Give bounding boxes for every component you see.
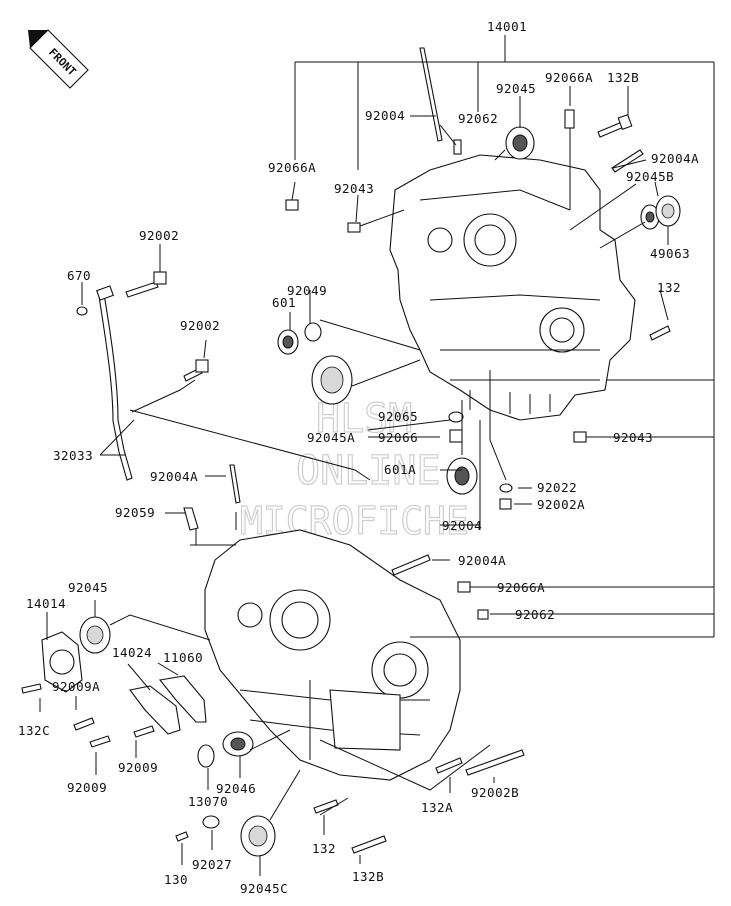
bearing-92045-left [79, 616, 111, 654]
label-32033: 32033 [53, 448, 93, 463]
watermark-line-2: ONLINE [296, 448, 441, 494]
label-130: 130 [164, 872, 188, 887]
oring-670 [76, 306, 88, 316]
label-92046: 92046 [216, 781, 256, 796]
label-92009-b: 92009 [118, 760, 158, 775]
plug-92066A-left [285, 199, 299, 211]
label-601A: 601A [384, 462, 416, 477]
label-92002B: 92002B [471, 785, 519, 800]
plug-92066A-low [457, 581, 471, 593]
label-92043-top: 92043 [334, 181, 374, 196]
bolt-132-bottom [313, 799, 339, 814]
label-92022: 92022 [537, 480, 577, 495]
label-92045C: 92045C [240, 881, 288, 896]
bolt-132-right [649, 325, 671, 341]
bolt-132A [435, 757, 463, 774]
label-92002-a: 92002 [139, 228, 179, 243]
watermark: HLSM ONLINE MICROFICHE [239, 395, 469, 543]
label-92045-top: 92045 [496, 81, 536, 96]
washer-92022 [499, 483, 513, 493]
label-132A: 132A [421, 800, 453, 815]
stud-92004-top [419, 47, 443, 142]
bolt-92009A [73, 717, 95, 731]
label-92066A-low: 92066A [497, 580, 545, 595]
label-92004-mid: 92004 [442, 518, 482, 533]
upper-crankcase [389, 154, 636, 421]
label-92062-top: 92062 [458, 111, 498, 126]
bolt-130 [175, 831, 189, 842]
bearing-92046 [222, 731, 254, 757]
part-labels: 14001 92066A 132B 92004 92045 92062 9200… [18, 19, 699, 896]
label-132B-top: 132B [607, 70, 639, 85]
bolt-132C [21, 683, 42, 694]
label-92049: 92049 [287, 283, 327, 298]
label-92066A-top: 92066A [545, 70, 593, 85]
label-49063: 49063 [650, 246, 690, 261]
label-132C: 132C [18, 723, 50, 738]
label-92045A: 92045A [307, 430, 355, 445]
label-92059: 92059 [115, 505, 155, 520]
label-92045B: 92045B [626, 169, 674, 184]
label-92002-b: 92002 [180, 318, 220, 333]
label-92043-right: 92043 [613, 430, 653, 445]
plug-92066 [449, 429, 463, 443]
label-11060: 11060 [163, 650, 203, 665]
label-92004A-right: 92004A [651, 151, 699, 166]
bearing-92045-top [505, 126, 535, 160]
label-92002A: 92002A [537, 497, 585, 512]
seal-49063 [655, 195, 681, 227]
bearing-92045A [311, 355, 353, 405]
pin-92059 [183, 507, 199, 531]
bolt-92002A [499, 498, 512, 510]
label-92045-left: 92045 [68, 580, 108, 595]
stud-92004-mid [391, 554, 431, 576]
dowel-92062-low [477, 609, 489, 620]
collar-92027 [202, 815, 220, 829]
label-132-bottom: 132 [312, 841, 336, 856]
bearing-92045B [640, 204, 660, 230]
gasket-11060 [158, 675, 207, 723]
label-92062-low: 92062 [515, 607, 555, 622]
dowel-92062-top [453, 139, 462, 155]
bolt-132B-bottom [351, 835, 387, 854]
plug-92066A-top [564, 109, 575, 129]
label-92009-a: 92009 [67, 780, 107, 795]
washer-92049 [304, 322, 322, 342]
bolt-92002B [465, 749, 525, 776]
label-92066A-left: 92066A [268, 160, 316, 175]
oil-pipe-32033 [98, 293, 133, 481]
dowel-92043-top [347, 222, 361, 233]
dowel-92043-right [573, 431, 587, 443]
label-92027: 92027 [192, 857, 232, 872]
label-92065: 92065 [378, 409, 418, 424]
bolt-92002-a [125, 281, 159, 298]
washer-92065 [448, 411, 464, 423]
label-601: 601 [272, 295, 296, 310]
bearing-92045C [240, 815, 276, 857]
label-13070: 13070 [188, 794, 228, 809]
bushing-13070 [197, 744, 215, 768]
label-14014: 14014 [26, 596, 66, 611]
label-14024: 14024 [112, 645, 152, 660]
bearing-601A [446, 457, 478, 495]
label-14001: 14001 [487, 19, 527, 34]
bolt-92009-a [89, 735, 111, 748]
stud-92004A-mid [229, 464, 241, 504]
label-132-right: 132 [657, 280, 681, 295]
front-arrow-icon: FRONT [28, 29, 89, 89]
plate-14024 [129, 685, 181, 735]
label-670: 670 [67, 268, 91, 283]
lower-crankcase [204, 529, 461, 781]
label-92009A: 92009A [52, 679, 100, 694]
label-132B-bottom: 132B [352, 869, 384, 884]
bolt-92009-b [133, 725, 155, 738]
label-92004A-mid: 92004A [150, 469, 198, 484]
label-92004A-low: 92004A [458, 553, 506, 568]
label-92066: 92066 [378, 430, 418, 445]
bearing-601 [277, 329, 299, 355]
label-92004-top: 92004 [365, 108, 405, 123]
leader-lines [39, 35, 715, 876]
